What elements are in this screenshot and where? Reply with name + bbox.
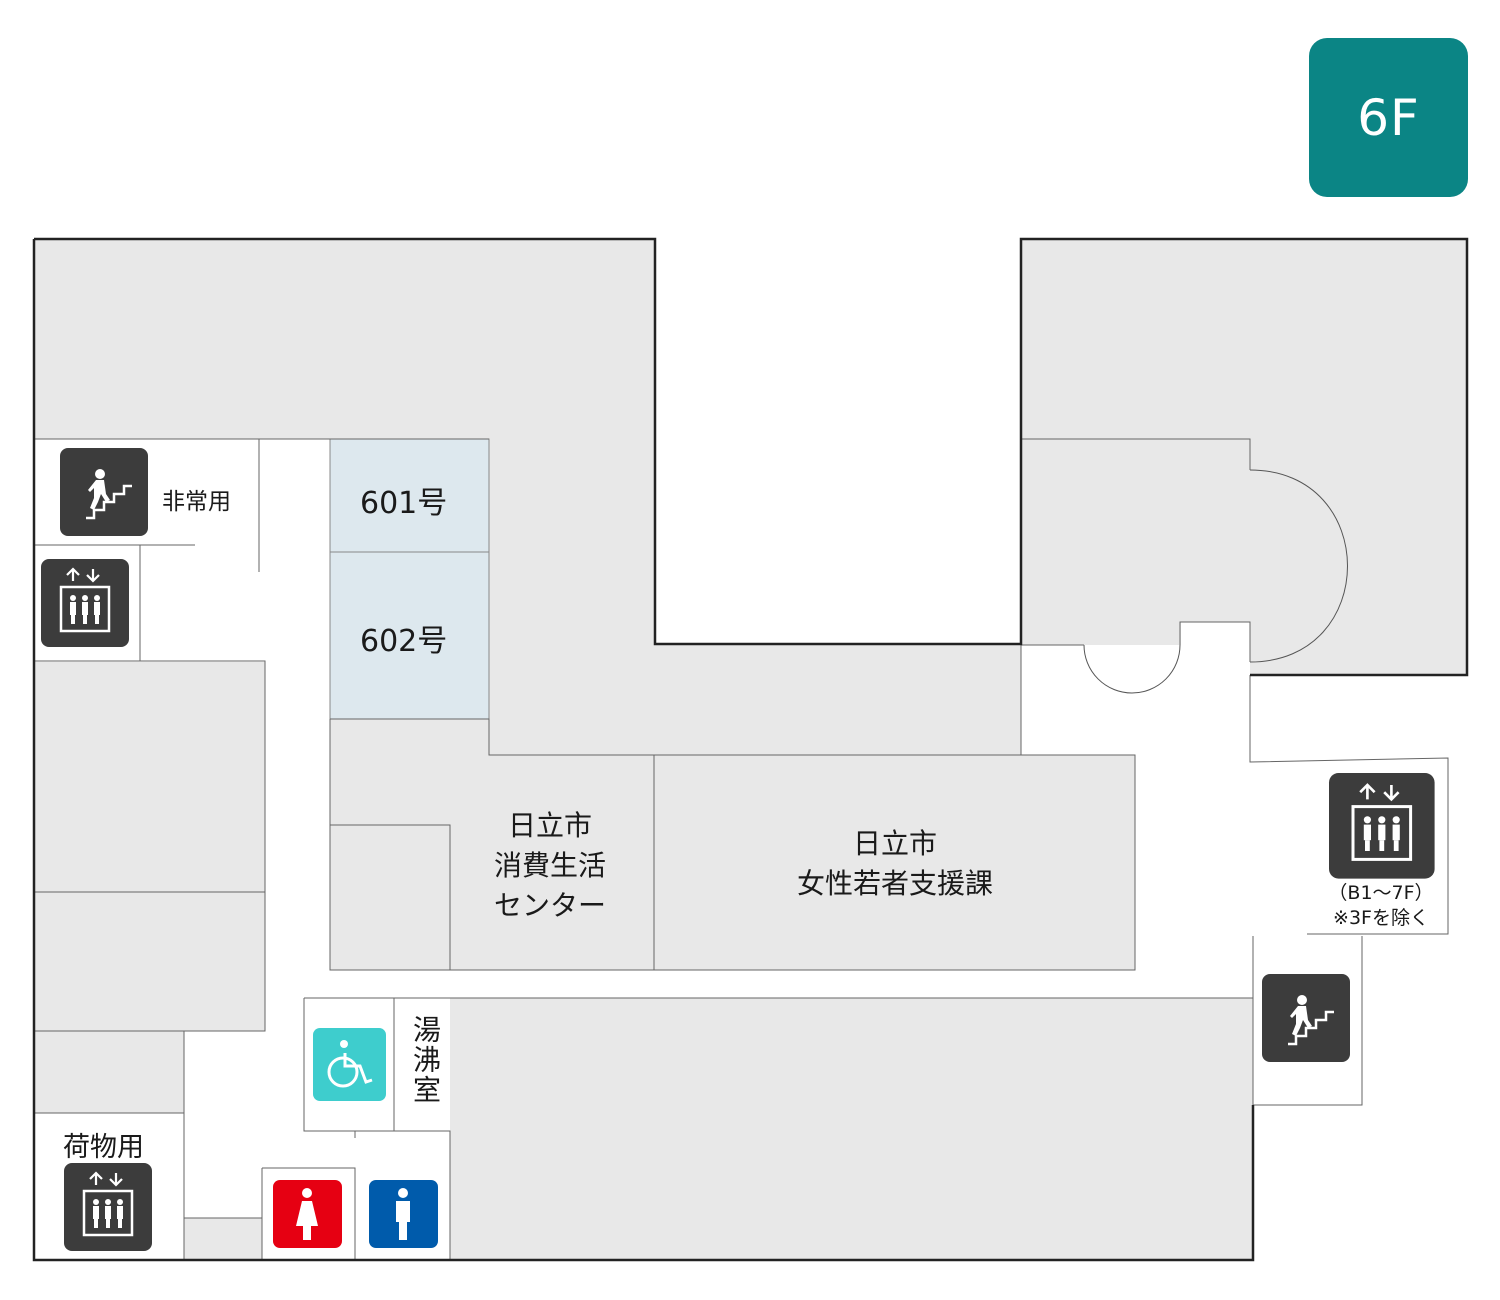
room-601 bbox=[329, 438, 490, 553]
floor-badge: 6F bbox=[1309, 38, 1468, 197]
stairs-icon bbox=[58, 446, 150, 538]
elevator-note-floors: （B1～7F） bbox=[1328, 882, 1434, 904]
elevator-note: （B1～7F） ※3Fを除く bbox=[1316, 881, 1446, 931]
room-601-label: 601号 bbox=[360, 486, 448, 521]
elevator-icon bbox=[39, 557, 131, 649]
women-youth-support-label: 日立市 女性若者支援課 bbox=[760, 824, 1030, 904]
hot-water-room-label: 湯沸室 bbox=[409, 1015, 442, 1105]
room-602 bbox=[329, 551, 490, 720]
women-youth-support-line-1: 日立市 bbox=[852, 827, 937, 860]
elevator-note-exception: ※3Fを除く bbox=[1333, 907, 1429, 929]
freight-elevator-label: 荷物用 bbox=[63, 1132, 144, 1163]
consumer-center-label: 日立市 消費生活 センター bbox=[470, 806, 630, 926]
consumer-center-line-3: センター bbox=[493, 889, 606, 922]
male-toilet-icon bbox=[369, 1180, 438, 1248]
female-toilet-icon bbox=[273, 1180, 342, 1248]
consumer-center-line-1: 日立市 bbox=[507, 809, 592, 842]
elevator-icon bbox=[1327, 771, 1437, 881]
emergency-stairs-label: 非常用 bbox=[162, 489, 231, 515]
consumer-center-line-2: 消費生活 bbox=[493, 849, 606, 882]
room-602-label: 602号 bbox=[360, 624, 448, 659]
women-youth-support-line-2: 女性若者支援課 bbox=[796, 867, 993, 900]
stairs-icon bbox=[1260, 972, 1352, 1064]
elevator-icon bbox=[62, 1161, 154, 1253]
floor-label: 6F bbox=[1357, 88, 1420, 147]
wheelchair-icon bbox=[313, 1028, 386, 1101]
